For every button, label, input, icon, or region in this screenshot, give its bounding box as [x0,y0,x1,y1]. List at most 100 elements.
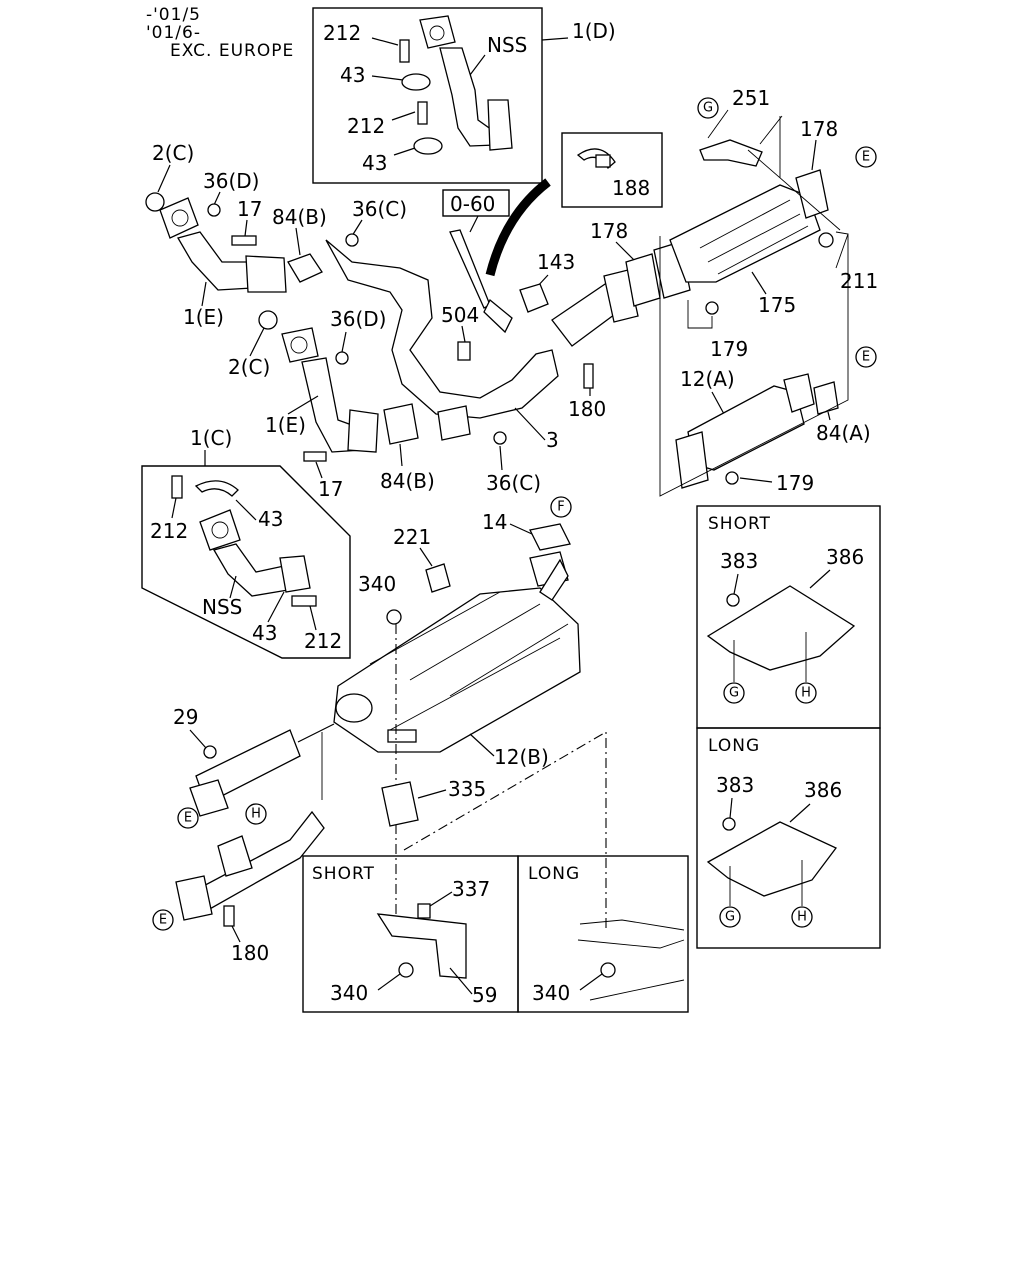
label-178-right: 178 [800,117,838,141]
marker-h [795,682,817,704]
nut-icon [386,609,402,625]
leader-175 [751,271,767,295]
marker-g [719,906,741,928]
flange-hole-icon [290,336,308,354]
oxygen-sensor-icon [483,298,513,334]
gasket-84b-icon [383,403,419,445]
marker-e [177,807,199,829]
muffler-bracket-icon [387,729,417,743]
label-212-c-left: 212 [150,519,188,543]
inset-long-top-frame [696,727,881,949]
nut-icon [398,962,414,978]
bolt-icon [303,451,327,462]
marker-e-text: E [862,150,870,165]
leader-nss-top [469,54,486,76]
marker-f [550,496,572,518]
plug-icon [457,341,471,361]
leader-14 [509,523,533,535]
nut-icon [203,745,217,759]
leader-1e-top [201,281,207,307]
bolt-icon [171,475,183,499]
lower-connecting-pipe [195,810,325,911]
converter-outlet-flange [795,169,829,219]
marker-e [855,346,877,368]
header-date-before: -'01/5 [146,5,201,25]
leader-383-short [733,573,739,595]
bracket-251-icon [699,139,763,167]
label-84b-bottom: 84(B) [380,469,435,493]
spring-clamp-icon [413,137,443,155]
nut-icon [207,203,221,217]
main-muffler-12b [333,587,581,753]
short-top-title: SHORT [708,514,771,534]
leader-3 [514,407,546,441]
label-17-top: 17 [237,197,262,221]
inset-long-top: LONG 383 386 [696,727,881,949]
leader-386-short [809,569,831,589]
oxygen-sensor-wire [449,229,491,309]
nut-icon [818,232,834,248]
leader-212-c-left [171,497,177,519]
leader-386-long [789,803,811,823]
inset-short-bottom: SHORT 337 340 59 [302,855,519,1013]
label-12a: 12(A) [680,367,735,391]
gasket-ring-icon [258,310,278,330]
leader-nss-c [229,575,237,599]
inset-1d-frame [312,7,543,184]
leader-36d-top [213,191,221,206]
label-383-long: 383 [716,773,754,797]
clip-body-icon [595,154,611,168]
label-383-short: 383 [720,549,758,573]
label-386-long: 386 [804,778,842,802]
long-top-title: LONG [708,736,760,756]
inset-1d: 1(D) 212 43 212 43 NSS [312,7,616,184]
header-region: EXC. EUROPE [170,41,294,61]
bolt-icon [291,595,317,607]
leader-221 [419,547,433,567]
marker-e-text: E [184,811,192,826]
label-1e-top: 1(E) [183,305,224,329]
hanger-bracket-icon [217,835,253,877]
tail-pipe-join [297,723,335,743]
label-84b-top: 84(B) [272,205,327,229]
label-29: 29 [173,705,198,729]
rubber-mount-335 [381,781,419,827]
exhaust-pipe-1d [439,47,496,147]
catalytic-converter-175 [669,184,821,283]
label-59: 59 [472,983,497,1007]
label-84a: 84(A) [816,421,871,445]
marker-g-text: G [729,686,739,701]
label-43-mid: 43 [362,151,387,175]
leader-179-top [687,300,713,329]
inset-1c-frame [141,465,351,659]
gasket-ring-icon [145,192,165,212]
label-3: 3 [546,428,559,452]
label-179-top: 179 [710,337,748,361]
marker-e [855,146,877,168]
nut-icon [705,301,719,315]
muffler-inlet-pipe [539,558,569,601]
leader-212-c-right [309,605,317,631]
bracket-143-icon [519,283,549,313]
label-36d-top: 36(D) [203,169,259,193]
leader-180-bottom [231,925,241,943]
flange-hole-icon [429,25,445,41]
label-212-c-right: 212 [304,629,342,653]
label-211: 211 [840,269,878,293]
leader-179-bottom [739,477,773,483]
marker-g-text: G [703,101,713,116]
marker-f-text: F [557,500,564,515]
leader-12b [469,733,495,757]
inset-1d-leader [541,37,569,41]
label-178-left: 178 [590,219,628,243]
nut-icon [493,431,507,445]
bolt-icon [223,905,235,927]
label-36c-top: 36(C) [352,197,407,221]
label-2c-top: 2(C) [152,141,194,165]
label-335: 335 [448,777,486,801]
marker-h-text: H [797,910,807,925]
label-1e-bottom: 1(E) [265,413,306,437]
leader-0-60 [469,215,479,233]
marker-e-text: E [159,913,167,928]
label-43-c-top: 43 [258,507,283,531]
